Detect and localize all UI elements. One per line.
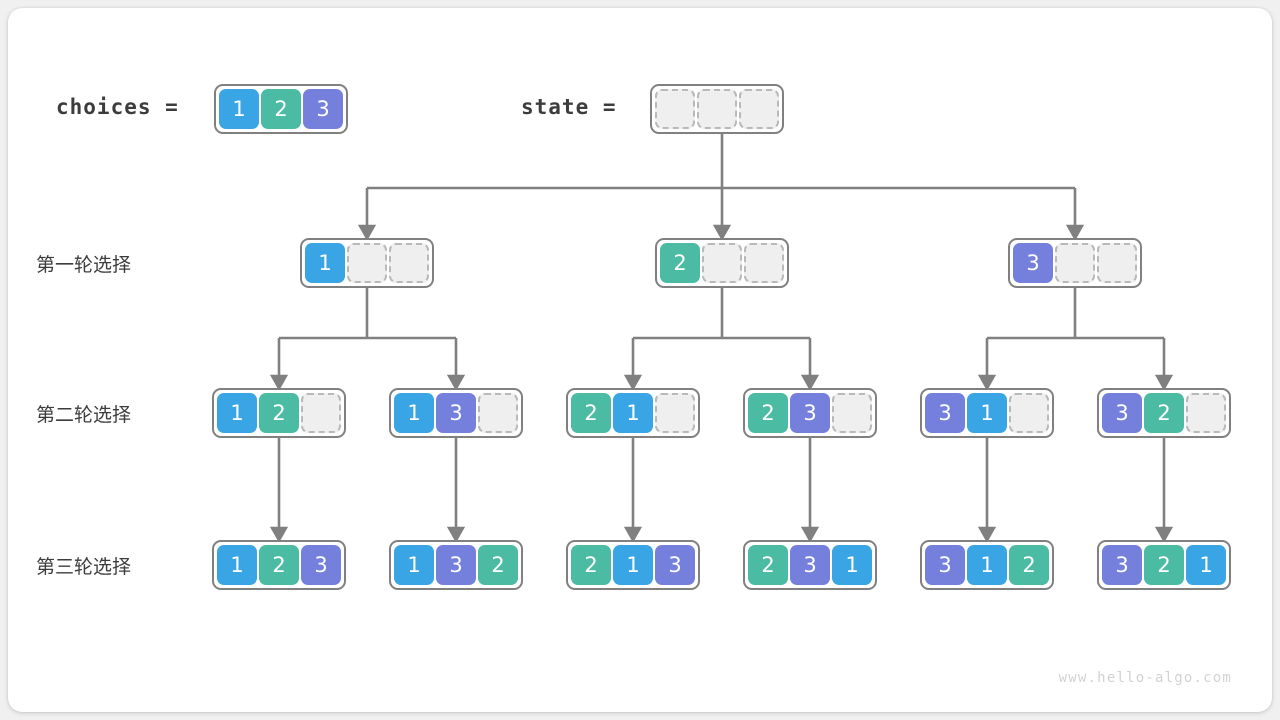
cell-empty — [301, 393, 341, 433]
cell-value-3: 3 — [790, 545, 830, 585]
cell-empty — [655, 393, 695, 433]
cell-empty — [697, 89, 737, 129]
cell-value-1: 1 — [217, 545, 257, 585]
cell-empty — [744, 243, 784, 283]
cell-value-2: 2 — [748, 545, 788, 585]
cell-value-2: 2 — [259, 393, 299, 433]
cell-value-1: 1 — [1186, 545, 1226, 585]
row-label-round-1: 第一轮选择 — [36, 254, 132, 276]
cell-empty — [389, 243, 429, 283]
watermark: www.hello-algo.com — [1058, 670, 1232, 686]
cell-value-1: 1 — [967, 393, 1007, 433]
diagram-card — [8, 8, 1272, 712]
cell-empty — [1009, 393, 1049, 433]
tree-node-r1-1: 1 — [300, 238, 434, 288]
cell-value-3: 3 — [301, 545, 341, 585]
cell-value-1: 1 — [219, 89, 259, 129]
cell-value-2: 2 — [478, 545, 518, 585]
cell-value-2: 2 — [748, 393, 788, 433]
cell-empty — [655, 89, 695, 129]
cell-value-1: 1 — [613, 545, 653, 585]
cell-value-3: 3 — [436, 393, 476, 433]
cell-empty — [1097, 243, 1137, 283]
cell-value-3: 3 — [1102, 545, 1142, 585]
cell-empty — [832, 393, 872, 433]
tree-node-r1-2: 2 — [655, 238, 789, 288]
cell-value-1: 1 — [967, 545, 1007, 585]
cell-value-2: 2 — [571, 545, 611, 585]
cell-value-3: 3 — [925, 545, 965, 585]
cell-value-1: 1 — [394, 545, 434, 585]
state-label: state = — [521, 95, 617, 119]
cell-empty — [478, 393, 518, 433]
cell-value-3: 3 — [790, 393, 830, 433]
cell-value-3: 3 — [1102, 393, 1142, 433]
row-label-round-2: 第二轮选择 — [36, 404, 132, 426]
cell-value-3: 3 — [303, 89, 343, 129]
cell-value-1: 1 — [394, 393, 434, 433]
cell-value-3: 3 — [655, 545, 695, 585]
cell-value-3: 3 — [1013, 243, 1053, 283]
cell-value-2: 2 — [1144, 545, 1184, 585]
cell-value-1: 1 — [613, 393, 653, 433]
cell-value-2: 2 — [1144, 393, 1184, 433]
cell-empty — [1055, 243, 1095, 283]
cell-value-2: 2 — [1009, 545, 1049, 585]
cell-value-3: 3 — [436, 545, 476, 585]
cell-empty — [702, 243, 742, 283]
cell-value-2: 2 — [571, 393, 611, 433]
cell-value-3: 3 — [925, 393, 965, 433]
state-array-box — [650, 84, 784, 134]
tree-node-r1-3: 3 — [1008, 238, 1142, 288]
cell-value-1: 1 — [305, 243, 345, 283]
cell-value-1: 1 — [832, 545, 872, 585]
cell-empty — [347, 243, 387, 283]
choices-label: choices = — [56, 95, 179, 119]
row-label-round-3: 第三轮选择 — [36, 556, 132, 578]
cell-empty — [739, 89, 779, 129]
cell-empty — [1186, 393, 1226, 433]
cell-value-1: 1 — [217, 393, 257, 433]
cell-value-2: 2 — [259, 545, 299, 585]
cell-value-2: 2 — [261, 89, 301, 129]
cell-value-2: 2 — [660, 243, 700, 283]
